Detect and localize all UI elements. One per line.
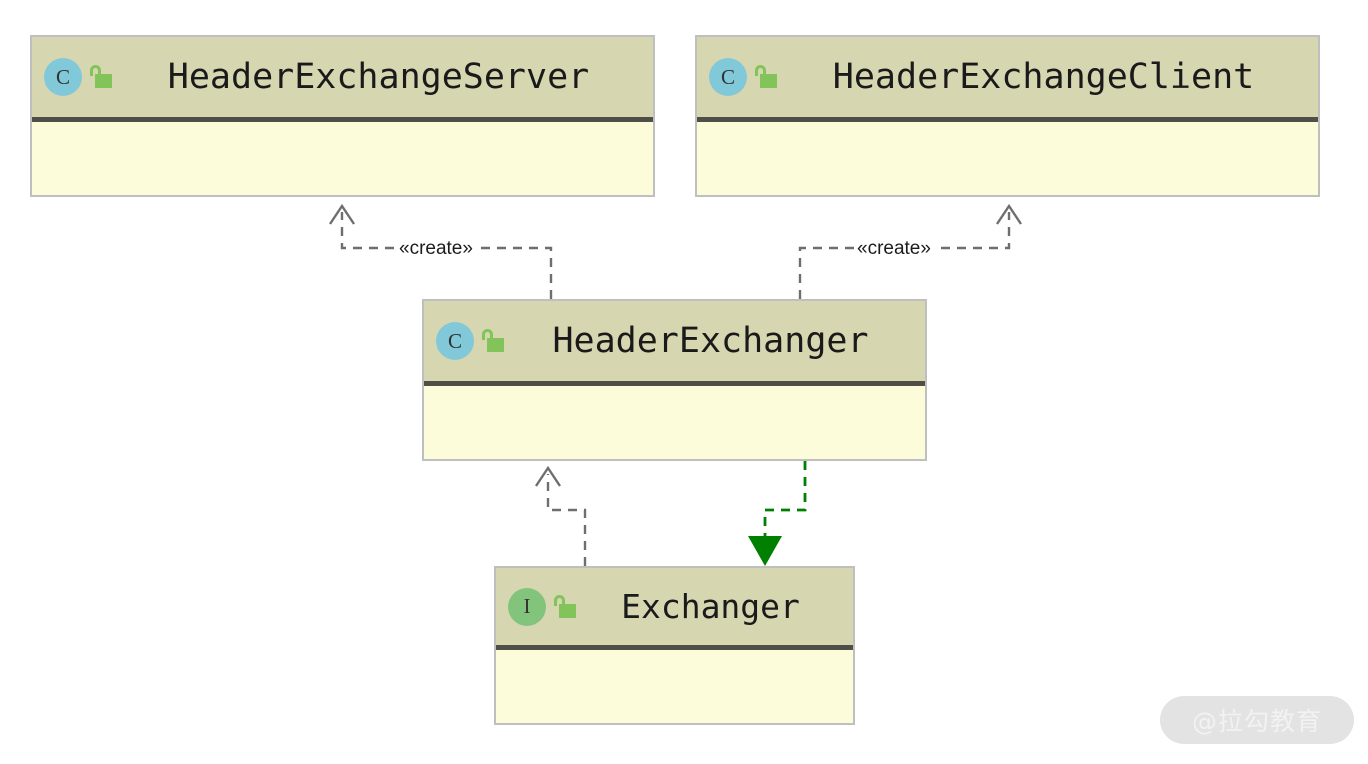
- class-members-compartment: [697, 122, 1318, 195]
- class-box-header-exchange-client[interactable]: C HeaderExchangeClient: [695, 35, 1320, 197]
- interface-badge-icon: I: [508, 587, 546, 626]
- connector-uses-exchanger: [748, 461, 807, 566]
- class-name: HeaderExchangeServer: [167, 57, 590, 97]
- class-members-compartment: [424, 386, 925, 459]
- class-badge-icon: C: [44, 58, 82, 96]
- watermark: @拉勾教育: [1160, 696, 1354, 744]
- unlocked-padlock-icon: [552, 592, 578, 622]
- unlocked-padlock-icon: [88, 62, 114, 92]
- unlocked-padlock-icon: [480, 326, 506, 356]
- relation-label-create-server: «create»: [396, 238, 476, 260]
- class-badge-icon: C: [436, 322, 474, 360]
- class-box-header-exchanger[interactable]: C HeaderExchanger: [422, 299, 927, 461]
- class-header: C HeaderExchangeServer: [32, 37, 653, 122]
- relation-label-create-client: «create»: [854, 238, 934, 260]
- interface-members-compartment: [496, 650, 853, 723]
- class-name: HeaderExchangeClient: [832, 57, 1255, 97]
- interface-name: Exchanger: [621, 587, 800, 626]
- connector-realize-exchanger: [535, 465, 587, 566]
- class-name: HeaderExchanger: [552, 321, 869, 361]
- class-box-exchanger[interactable]: I Exchanger: [494, 566, 855, 725]
- class-header: C HeaderExchangeClient: [697, 37, 1318, 122]
- interface-header: I Exchanger: [496, 568, 853, 650]
- unlocked-padlock-icon: [753, 62, 779, 92]
- class-header: C HeaderExchanger: [424, 301, 925, 386]
- class-box-header-exchange-server[interactable]: C HeaderExchangeServer: [30, 35, 655, 197]
- class-badge-icon: C: [709, 58, 747, 96]
- class-members-compartment: [32, 122, 653, 195]
